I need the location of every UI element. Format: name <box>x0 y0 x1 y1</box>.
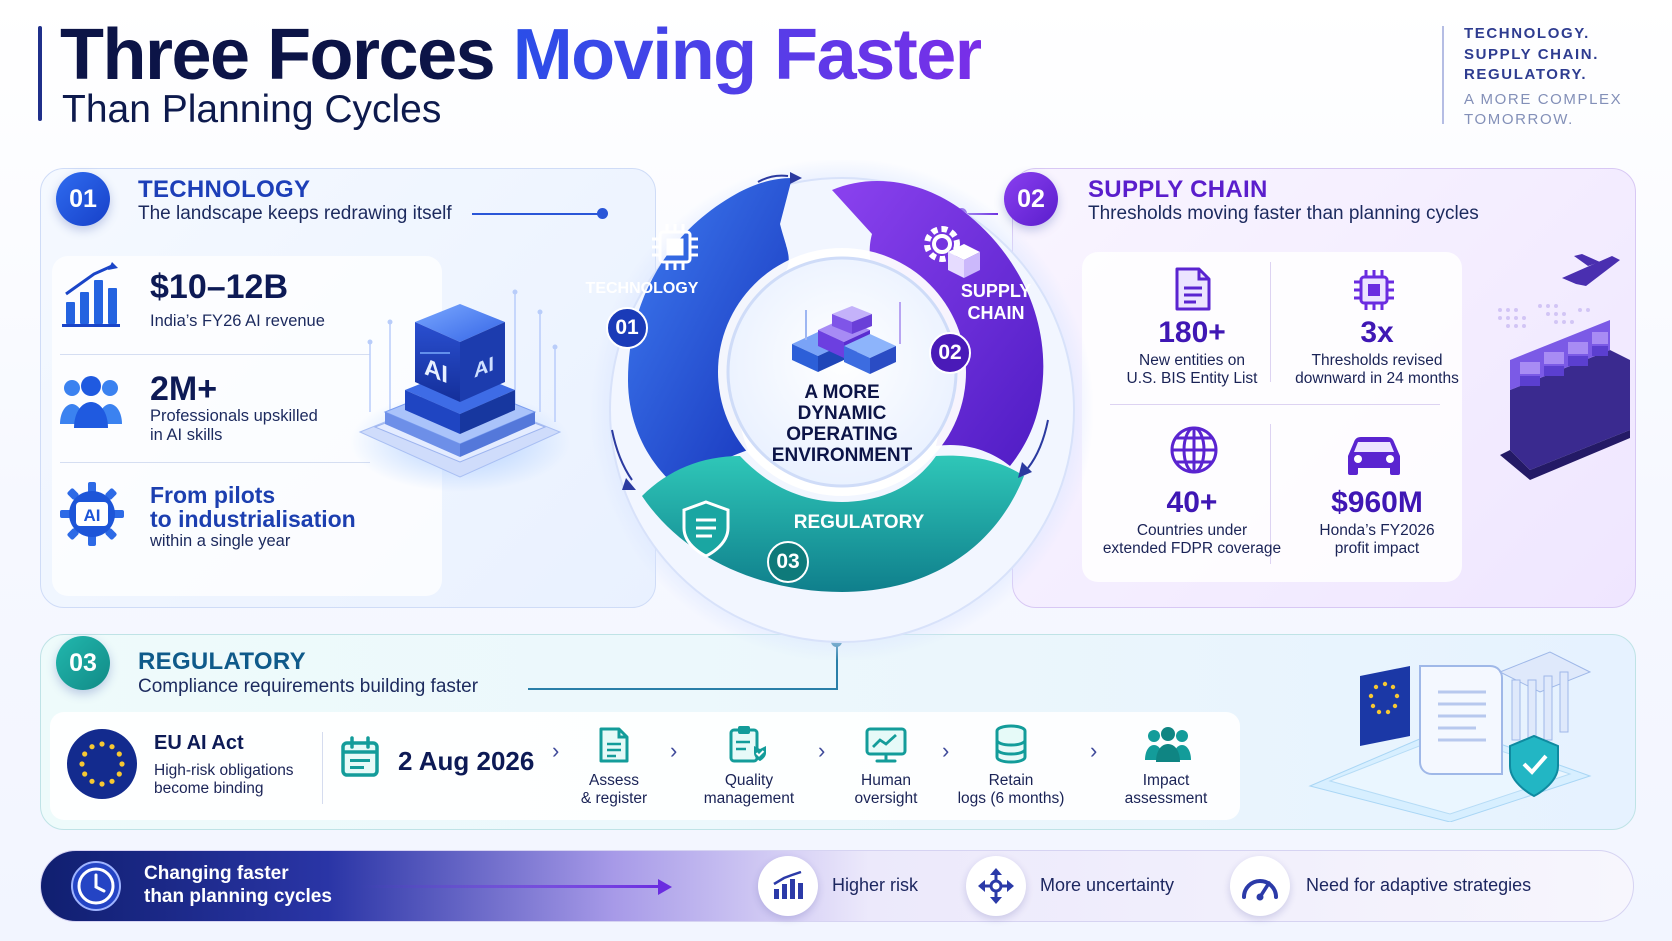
summary-higher-risk: Higher risk <box>832 875 919 895</box>
diagram-supply-number: 02 <box>938 341 962 364</box>
tech-stat-label-2b: in AI skills <box>150 426 223 444</box>
supply-chain-subtitle: Thresholds moving faster than planning c… <box>1088 203 1479 224</box>
regulation-document-illustration <box>1308 651 1592 822</box>
arrow-right-icon <box>658 879 672 895</box>
tech-stat-value-1: $10–12B <box>150 268 289 306</box>
svg-text:AI: AI <box>474 352 494 382</box>
step-label-assess: Assess& register <box>580 772 648 807</box>
supply-stat-value-4: $960M <box>1331 486 1423 519</box>
car-icon <box>1348 437 1400 475</box>
supply-chain-number-badge: 02 <box>1004 172 1058 226</box>
people-icon <box>1145 727 1191 762</box>
tagline: TECHNOLOGY. SUPPLY CHAIN. REGULATORY. A … <box>1464 25 1623 128</box>
regulatory-subtitle: Compliance requirements building faster <box>138 676 479 697</box>
rising-chart-icon-badge <box>758 856 818 916</box>
tech-stat-label-1: India’s FY26 AI revenue <box>150 312 325 330</box>
database-icon <box>995 724 1027 764</box>
ai-gear-icon: AI <box>60 482 124 546</box>
people-icon <box>60 376 122 428</box>
technology-connector-line <box>472 213 600 215</box>
summary-arrow-line <box>360 885 660 888</box>
page-subtitle: Than Planning Cycles <box>62 88 442 131</box>
chevron-right-icon: › <box>818 738 826 763</box>
summary-more-uncertainty: More uncertainty <box>1040 875 1175 895</box>
diagram-technology-label: TECHNOLOGY <box>585 280 699 297</box>
technology-connector-dot <box>597 208 608 219</box>
eu-flag-icon <box>67 729 137 799</box>
chip-icon <box>1354 270 1394 310</box>
technology-title: TECHNOLOGY <box>138 176 311 203</box>
regulatory-connector-line <box>528 688 838 690</box>
page-title: Three Forces Moving Faster <box>60 15 983 95</box>
supply-divider <box>1270 424 1271 564</box>
summary-adaptive-strategies: Need for adaptive strategies <box>1306 875 1532 895</box>
summary-bar <box>40 850 1634 922</box>
tagline-divider <box>1442 26 1444 124</box>
clock-icon <box>71 861 121 911</box>
header-accent-bar <box>38 26 42 121</box>
regulatory-divider <box>322 732 323 804</box>
cargo-ship-illustration <box>1498 254 1630 480</box>
gauge-icon-badge <box>1230 856 1290 916</box>
clipboard-check-icon <box>729 726 766 763</box>
supply-stat-value-2: 3x <box>1360 316 1394 349</box>
technology-number-badge: 01 <box>56 172 110 226</box>
document-icon <box>1175 267 1211 311</box>
diagram-regulatory-number: 03 <box>776 550 800 573</box>
supply-divider <box>1110 404 1440 405</box>
supply-stat-value-3: 40+ <box>1166 486 1218 519</box>
tech-stat-label-3: within a single year <box>150 532 291 550</box>
tech-divider <box>60 354 370 355</box>
diagram-regulatory-label: REGULATORY <box>793 512 925 533</box>
document-icon <box>599 727 629 763</box>
regulatory-deadline-date: 2 Aug 2026 <box>398 746 535 776</box>
gauge-icon <box>1242 879 1278 901</box>
supply-chain-title: SUPPLY CHAIN <box>1088 176 1268 203</box>
regulatory-steps-card <box>50 712 1240 820</box>
chevron-right-icon: › <box>670 738 678 763</box>
arrows-out-icon <box>978 868 1014 904</box>
supply-chain-stats-card <box>1082 252 1462 582</box>
technology-subtitle: The landscape keeps redrawing itself <box>138 203 452 224</box>
regulatory-title: REGULATORY <box>138 648 306 675</box>
ai-chip-illustration: AI AI <box>350 289 570 492</box>
tech-stat-label-2a: Professionals upskilled <box>150 407 318 425</box>
chevron-right-icon: › <box>552 738 560 763</box>
globe-icon <box>1170 426 1218 474</box>
eu-ai-act-title: EU AI Act <box>154 732 244 754</box>
chevron-right-icon: › <box>942 738 950 763</box>
bar-chart-icon <box>62 262 120 327</box>
svg-text:AI: AI <box>84 506 101 525</box>
monitor-chart-icon <box>865 727 907 763</box>
tech-stat-value-2: 2M+ <box>150 370 218 408</box>
forces-cycle-diagram <box>590 160 1094 660</box>
tech-divider <box>60 462 370 463</box>
supply-stat-value-1: 180+ <box>1158 316 1226 349</box>
arrows-out-icon-badge <box>966 856 1026 916</box>
calendar-icon <box>341 736 379 777</box>
supply-divider <box>1270 262 1271 382</box>
rising-chart-icon <box>773 871 803 899</box>
diagram-technology-number: 01 <box>615 316 639 339</box>
regulatory-connector-line <box>836 640 838 689</box>
regulatory-number-badge: 03 <box>56 636 110 690</box>
chevron-right-icon: › <box>1090 738 1098 763</box>
